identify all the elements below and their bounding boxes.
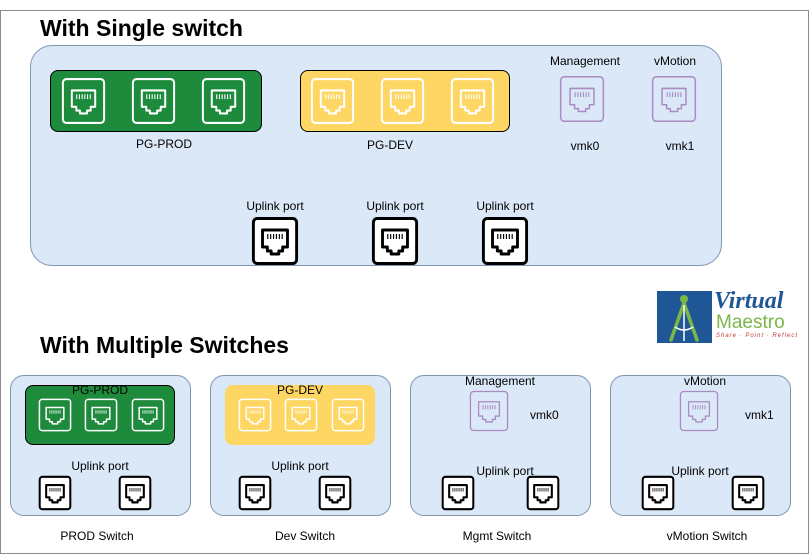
mgmt-uplink-port-1-icon (441, 475, 475, 511)
prod-pg-port-2-icon (84, 398, 118, 432)
dev-uplink-port-1-icon (238, 475, 272, 511)
multiple-switches-heading: With Multiple Switches (40, 332, 289, 358)
prod-pg-port-3-icon (131, 398, 165, 432)
uplink-port-2-label: Uplink port (366, 199, 424, 213)
vmotion-switch-name: vMotion Switch (666, 529, 748, 543)
dev-pg-port-3-icon (331, 398, 365, 432)
vmotion-label: vMotion (653, 54, 697, 68)
pg-prod-label: PG-PROD (135, 137, 193, 151)
dev-switch-name: Dev Switch (274, 529, 336, 543)
prod-pg-port-1-icon (38, 398, 72, 432)
uplink-port-2-icon (371, 216, 419, 266)
dev-uplink-port-2-icon (318, 475, 352, 511)
mgmt-vmk0-port-icon (469, 390, 509, 432)
mgmt-switch-name: Mgmt Switch (462, 529, 532, 543)
dev-pg-group (225, 385, 375, 445)
uplink-port-1-label: Uplink port (246, 199, 304, 213)
mgmt-switch-panel (410, 375, 591, 516)
pg-dev-port-2-icon (380, 77, 425, 125)
diagram-frame (0, 10, 809, 554)
prod-uplink-port-1-icon (38, 475, 72, 511)
dev-pg-port-1-icon (238, 398, 272, 432)
logo-subtitle: Maestro (716, 312, 785, 333)
uplink-port-1-icon (251, 216, 299, 266)
logo-tagline: Share · Point · Reflect (716, 333, 799, 339)
vmotion-vmk1-port-icon (679, 390, 719, 432)
vmk1-port-icon (651, 75, 697, 123)
prod-uplink-label: Uplink port (71, 459, 129, 473)
dev-pg-port-2-icon (284, 398, 318, 432)
management-label: Management (549, 54, 621, 68)
pg-dev-port-3-icon (450, 77, 495, 125)
prod-uplink-port-2-icon (118, 475, 152, 511)
virtual-maestro-logo: Virtual Maestro Share · Point · Reflect (657, 288, 797, 343)
vmk0-label: vmk0 (570, 139, 600, 153)
vmotion-vmk-label: vmk1 (745, 408, 774, 422)
dev-uplink-label: Uplink port (271, 459, 329, 473)
pg-prod-group (50, 70, 262, 132)
compass-logo-icon (657, 291, 712, 343)
pg-prod-port-2-icon (131, 77, 176, 125)
mgmt-uplink-port-2-icon (526, 475, 560, 511)
vmotion-uplink-port-2-icon (731, 475, 765, 511)
pg-dev-group (300, 70, 510, 132)
mgmt-vmk-label: vmk0 (530, 408, 559, 422)
logo-title: Virtual (714, 288, 784, 314)
prod-switch-name: PROD Switch (60, 529, 134, 543)
uplink-port-3-icon (481, 216, 529, 266)
pg-dev-port-1-icon (310, 77, 355, 125)
pg-prod-port-3-icon (201, 77, 246, 125)
vmotion-uplink-port-1-icon (641, 475, 675, 511)
prod-pg-group (25, 385, 175, 445)
pg-dev-label: PG-DEV (366, 138, 414, 152)
pg-prod-port-1-icon (61, 77, 106, 125)
dev-pg-label: PG-DEV (276, 383, 324, 397)
mgmt-top-label: Management (464, 374, 536, 388)
vmotion-top-label: vMotion (683, 374, 727, 388)
prod-pg-label: PG-PROD (71, 383, 129, 397)
vmk1-label: vmk1 (665, 139, 695, 153)
uplink-port-3-label: Uplink port (476, 199, 534, 213)
single-switch-heading: With Single switch (40, 15, 243, 41)
mgmt-uplink-label: Uplink port (476, 464, 534, 478)
vmotion-uplink-label: Uplink port (671, 464, 729, 478)
vmk0-port-icon (559, 75, 605, 123)
